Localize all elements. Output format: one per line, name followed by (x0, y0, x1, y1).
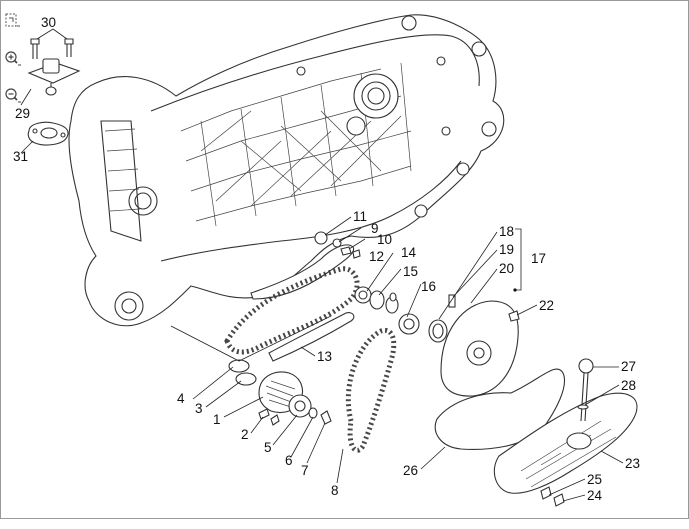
callout-31: 31 (13, 149, 28, 164)
exploded-parts-diagram: 30 29 31 11 9 10 14 12 15 16 18 19 20 17… (13, 14, 640, 507)
callout-5: 5 (264, 440, 272, 455)
callout-29: 29 (15, 106, 30, 121)
callout-11: 11 (353, 209, 367, 224)
callout-24: 24 (587, 488, 603, 503)
callout-13: 13 (317, 349, 332, 364)
callout-20: 20 (499, 261, 514, 276)
callout-6: 6 (285, 453, 293, 468)
callout-3: 3 (195, 401, 203, 416)
drive-parts (224, 231, 638, 507)
callout-2: 2 (241, 427, 249, 442)
zoom-out-icon[interactable] (4, 87, 22, 105)
callout-19: 19 (499, 242, 514, 257)
callout-labels: 30 29 31 11 9 10 14 12 15 16 18 19 20 17… (13, 15, 640, 503)
callout-15: 15 (403, 264, 418, 279)
callout-22: 22 (539, 298, 554, 313)
callout-7: 7 (301, 463, 309, 478)
fit-page-icon[interactable] (4, 12, 22, 30)
callout-1: 1 (213, 412, 221, 427)
callout-16: 16 (421, 279, 436, 294)
callout-4: 4 (177, 391, 185, 406)
oil-pump-mount-parts (27, 38, 81, 146)
zoom-in-icon[interactable] (4, 50, 22, 68)
callout-18: 18 (499, 224, 514, 239)
callout-10: 10 (377, 232, 392, 247)
callout-28: 28 (621, 378, 636, 393)
crankcase-drawing (68, 14, 505, 327)
callout-14: 14 (401, 245, 417, 260)
leader-lines (20, 28, 624, 502)
callout-17: 17 (531, 251, 546, 266)
callout-27: 27 (621, 359, 636, 374)
callout-8: 8 (331, 483, 339, 498)
callout-26: 26 (403, 463, 418, 478)
callout-9: 9 (371, 221, 379, 236)
callout-25: 25 (587, 472, 602, 487)
callout-12: 12 (369, 249, 384, 264)
callout-30: 30 (41, 15, 56, 30)
callout-23: 23 (625, 456, 640, 471)
